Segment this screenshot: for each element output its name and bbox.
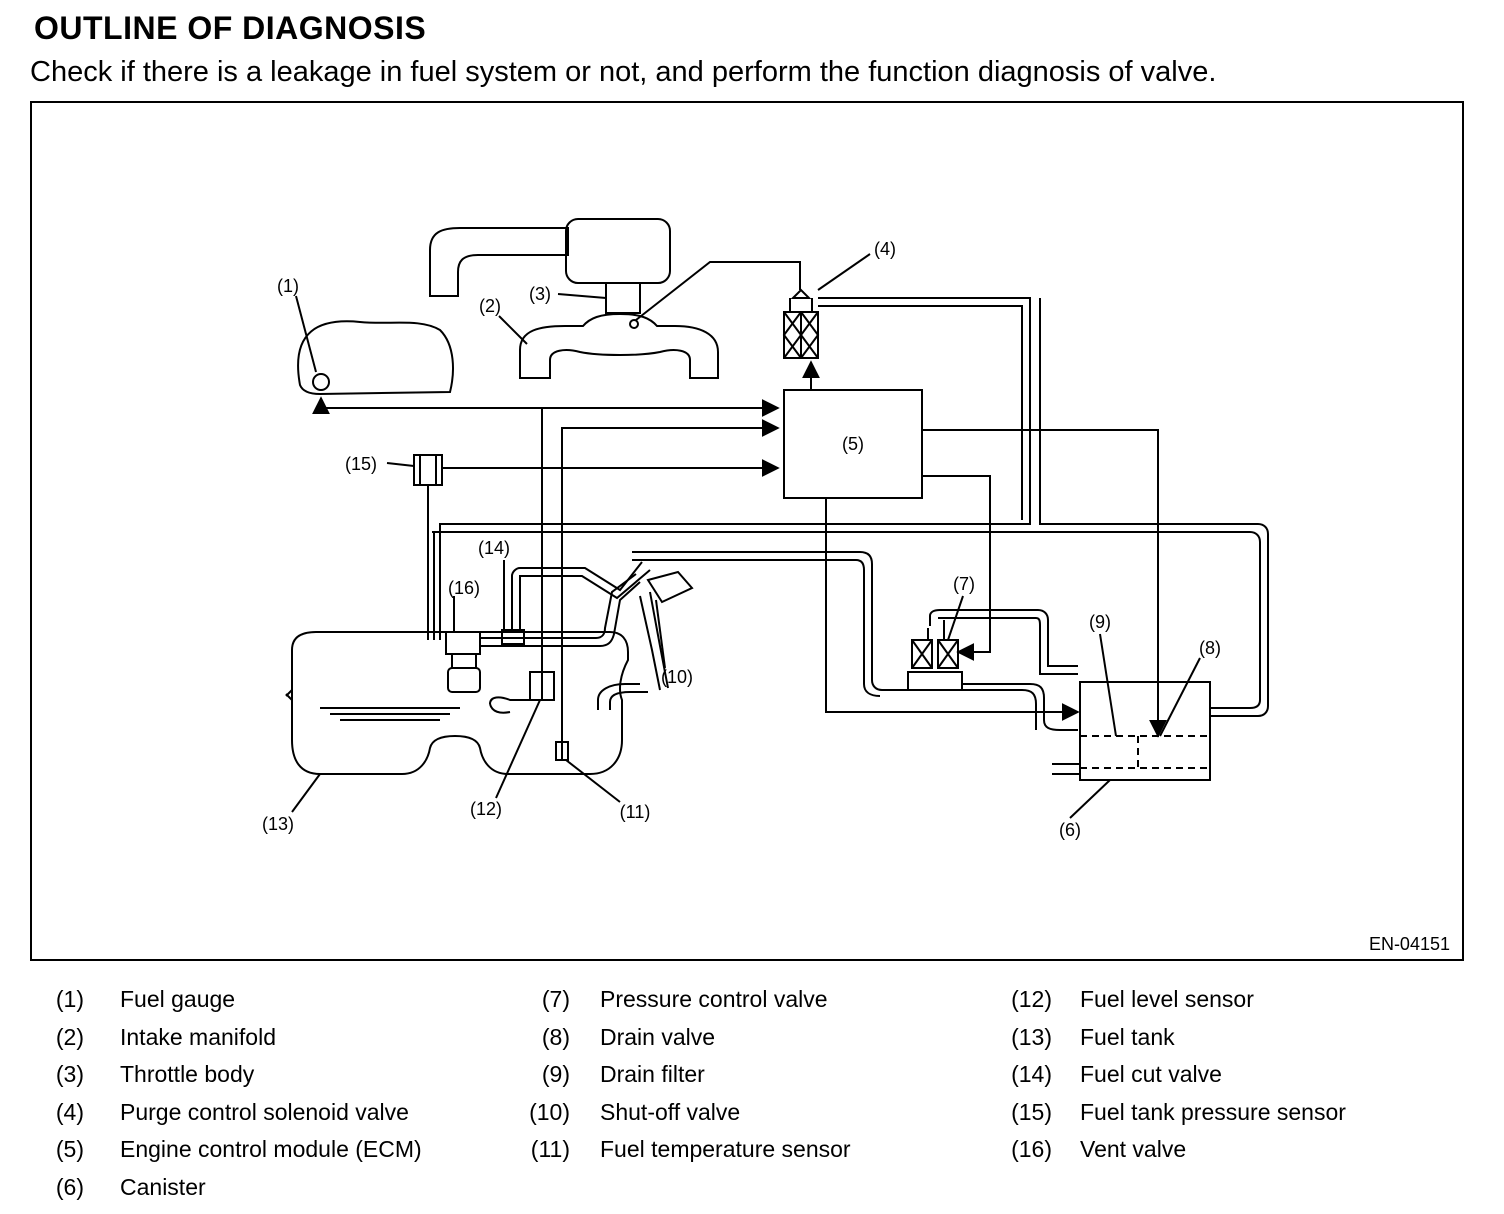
shutoff-valve-pipe (632, 551, 912, 691)
callout-9: (9) (1089, 612, 1111, 632)
fuel-gauge-housing (297, 320, 454, 396)
legend-label: Shut-off valve (600, 1099, 741, 1125)
fuel-tank (291, 631, 629, 775)
purge-pipe-inner (818, 305, 1023, 520)
figure-code: EN-04151 (1369, 934, 1450, 954)
legend-number: (15) (1011, 1099, 1052, 1125)
intake-manifold (519, 312, 719, 379)
legend-number: (16) (1011, 1136, 1052, 1162)
pressure-valve-left (911, 639, 933, 669)
legend-number: (13) (1011, 1024, 1052, 1050)
legend-label: Fuel level sensor (1080, 986, 1254, 1012)
purge-line-to-manifold (635, 261, 801, 321)
legend-label: Fuel gauge (120, 986, 236, 1012)
pressure-sensor (413, 454, 443, 486)
level-sensor (529, 671, 555, 701)
legend-label: Fuel temperature sensor (600, 1136, 851, 1162)
vent-pipe (480, 573, 637, 639)
temp-sensor (555, 741, 569, 761)
callout-8: (8) (1199, 638, 1221, 658)
callout-16: (16) (448, 578, 480, 598)
legend-number: (12) (1011, 986, 1052, 1012)
legend-number: (7) (541, 986, 570, 1012)
callout-3: (3) (529, 284, 551, 304)
callout-15: (15) (345, 454, 377, 474)
temp-signal-line (561, 419, 780, 760)
air-intake-duct (429, 227, 569, 297)
legend-label: Pressure control valve (600, 986, 828, 1012)
legend-number: (9) (541, 1061, 570, 1087)
legend-number: (4) (55, 1099, 84, 1125)
diagram-frame (30, 101, 1464, 961)
legend-number: (1) (55, 986, 84, 1012)
legend-label: Canister (120, 1174, 206, 1200)
vent-valve (445, 631, 481, 655)
legend-label: Engine control module (ECM) (120, 1136, 422, 1162)
callout-14: (14) (478, 538, 510, 558)
canister-return-pipe (1039, 298, 1269, 717)
canister-vent-pipe (1052, 763, 1080, 775)
manifold-port (629, 319, 639, 329)
purge-pipe-outer (439, 297, 1031, 640)
legend-number: (5) (55, 1136, 84, 1162)
legend-number: (6) (55, 1174, 84, 1200)
callout-11: (11) (620, 802, 651, 822)
filler-neck (597, 683, 648, 710)
ecm-to-pressure-valve (922, 475, 991, 661)
purge-valve-arrow (790, 288, 812, 299)
legend-number: (8) (541, 1024, 570, 1050)
filler-cap (646, 570, 694, 604)
callout-1: (1) (277, 276, 299, 296)
legend-label: Vent valve (1080, 1136, 1187, 1162)
ecm-to-canister (825, 498, 1080, 721)
legend-label: Drain valve (600, 1024, 716, 1050)
callout-5: (5) (842, 434, 864, 454)
canister (1079, 681, 1211, 781)
ecm-to-drain-valve (922, 429, 1167, 738)
callout-13: (13) (262, 814, 294, 834)
fuel-level-line (320, 707, 460, 721)
legend-label: Fuel cut valve (1080, 1061, 1222, 1087)
legend-number: (2) (55, 1024, 84, 1050)
legend-label: Fuel tank pressure sensor (1080, 1099, 1346, 1125)
callout-12: (12) (470, 799, 502, 819)
page-subtitle: Check if there is a leakage in fuel syst… (30, 56, 1217, 88)
pressure-valve-pipe (929, 609, 1078, 667)
legend-number: (11) (530, 1136, 570, 1162)
gauge-signal-line (320, 399, 780, 417)
page-title: OUTLINE OF DIAGNOSIS (34, 10, 427, 46)
legend-label: Throttle body (120, 1061, 255, 1087)
legend-number: (3) (55, 1061, 84, 1087)
callout-2: (2) (479, 296, 501, 316)
callout-4: (4) (874, 239, 896, 259)
legend-number: (14) (1011, 1061, 1052, 1087)
legend-label: Fuel tank (1080, 1024, 1175, 1050)
vent-valve-base (447, 667, 481, 693)
air-cleaner-box (565, 218, 671, 284)
callout-10: (10) (661, 667, 693, 687)
legend-label: Intake manifold (120, 1024, 276, 1050)
legend-number: (10) (529, 1099, 570, 1125)
throttle-body (605, 282, 641, 314)
legend-label: Purge control solenoid valve (120, 1099, 409, 1125)
legend-label: Drain filter (600, 1061, 705, 1087)
fuel-gauge-dial (312, 373, 330, 391)
fuel-cut-pipe (511, 561, 643, 630)
callout-6: (6) (1059, 820, 1081, 840)
ecm-box (783, 389, 923, 499)
callout-7: (7) (953, 574, 975, 594)
